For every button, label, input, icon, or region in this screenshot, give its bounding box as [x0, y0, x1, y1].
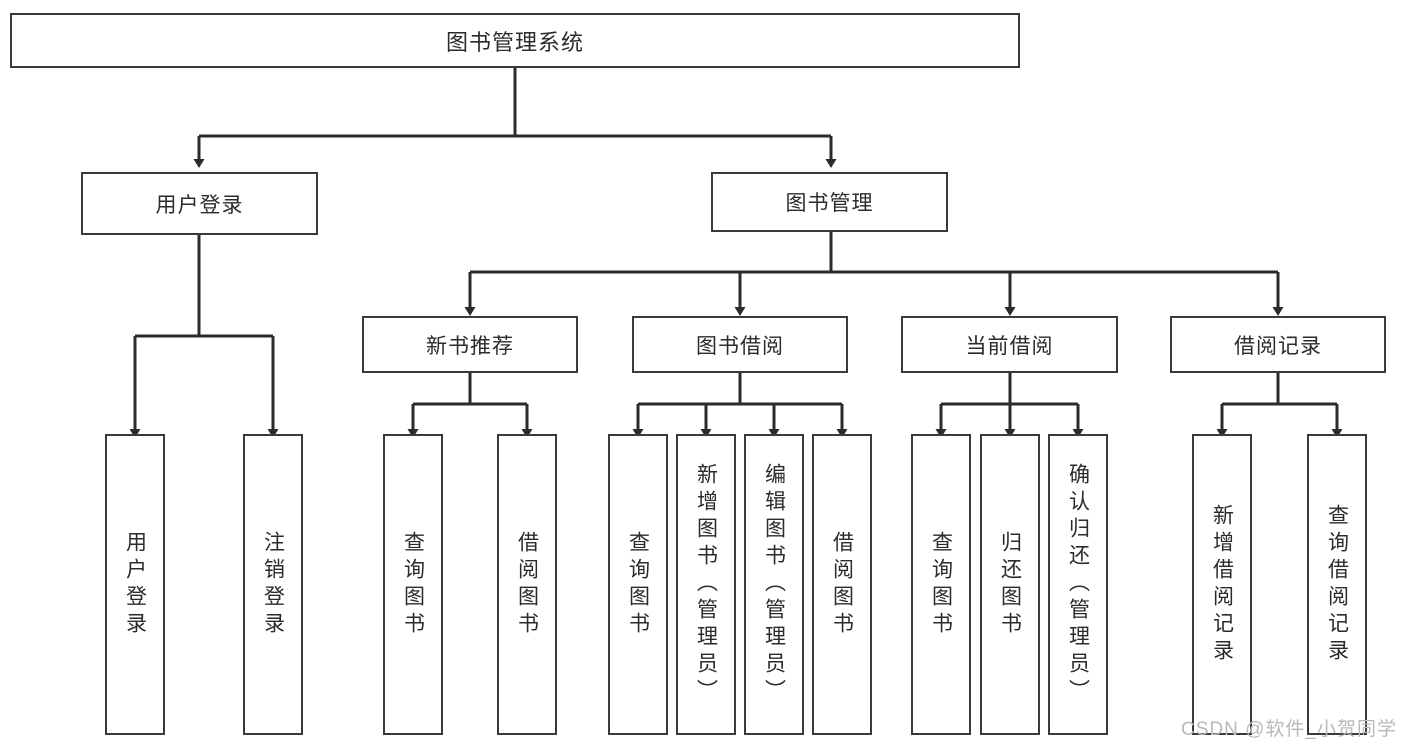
watermark: CSDN @软件_小贺同学	[1181, 719, 1397, 740]
node-leaf-confirm-return-label: 确认归还（管理员）	[1066, 463, 1090, 706]
node-borrow-record[interactable]: 借阅记录	[1170, 316, 1386, 373]
node-leaf-return-book-label: 归还图书	[998, 530, 1022, 639]
node-leaf-query-book-3[interactable]: 查询图书	[911, 434, 971, 735]
node-leaf-return-book[interactable]: 归还图书	[980, 434, 1040, 735]
node-leaf-borrow-book-1[interactable]: 借阅图书	[497, 434, 557, 735]
node-book-borrow[interactable]: 图书借阅	[632, 316, 848, 373]
node-leaf-query-record[interactable]: 查询借阅记录	[1307, 434, 1367, 735]
node-leaf-add-record-label: 新增借阅记录	[1210, 503, 1234, 666]
node-leaf-logout-login[interactable]: 注销登录	[243, 434, 303, 735]
node-borrow-record-label: 借阅记录	[1234, 334, 1322, 358]
node-new-book-recommend-label: 新书推荐	[426, 334, 514, 358]
node-root-label: 图书管理系统	[445, 29, 584, 55]
node-book-manage-label: 图书管理	[785, 192, 874, 215]
node-leaf-user-login-label: 用户登录	[123, 530, 147, 639]
node-leaf-add-record[interactable]: 新增借阅记录	[1192, 434, 1252, 735]
node-leaf-edit-book-label: 编辑图书（管理员）	[762, 463, 786, 706]
node-book-borrow-label: 图书借阅	[696, 334, 784, 358]
node-current-borrow-label: 当前借阅	[965, 334, 1054, 358]
node-leaf-borrow-book-1-label: 借阅图书	[515, 530, 539, 639]
node-leaf-query-book-1[interactable]: 查询图书	[383, 434, 443, 735]
node-leaf-logout-login-label: 注销登录	[261, 530, 285, 639]
node-leaf-query-book-2-label: 查询图书	[626, 530, 650, 639]
node-leaf-query-book-2[interactable]: 查询图书	[608, 434, 668, 735]
node-leaf-add-book[interactable]: 新增图书（管理员）	[676, 434, 736, 735]
node-user-login[interactable]: 用户登录	[81, 172, 318, 235]
node-user-login-label: 用户登录	[155, 193, 244, 217]
node-leaf-confirm-return[interactable]: 确认归还（管理员）	[1048, 434, 1108, 735]
node-leaf-edit-book[interactable]: 编辑图书（管理员）	[744, 434, 804, 735]
node-current-borrow[interactable]: 当前借阅	[901, 316, 1118, 373]
node-root[interactable]: 图书管理系统	[10, 13, 1020, 68]
node-leaf-user-login[interactable]: 用户登录	[105, 434, 165, 735]
node-leaf-query-book-3-label: 查询图书	[929, 530, 953, 639]
node-leaf-borrow-book-2[interactable]: 借阅图书	[812, 434, 872, 735]
node-leaf-borrow-book-2-label: 借阅图书	[830, 530, 854, 639]
node-new-book-recommend[interactable]: 新书推荐	[362, 316, 578, 373]
node-book-manage[interactable]: 图书管理	[711, 172, 948, 232]
node-leaf-query-book-1-label: 查询图书	[401, 530, 425, 639]
node-leaf-add-book-label: 新增图书（管理员）	[694, 463, 718, 706]
node-leaf-query-record-label: 查询借阅记录	[1325, 503, 1349, 666]
